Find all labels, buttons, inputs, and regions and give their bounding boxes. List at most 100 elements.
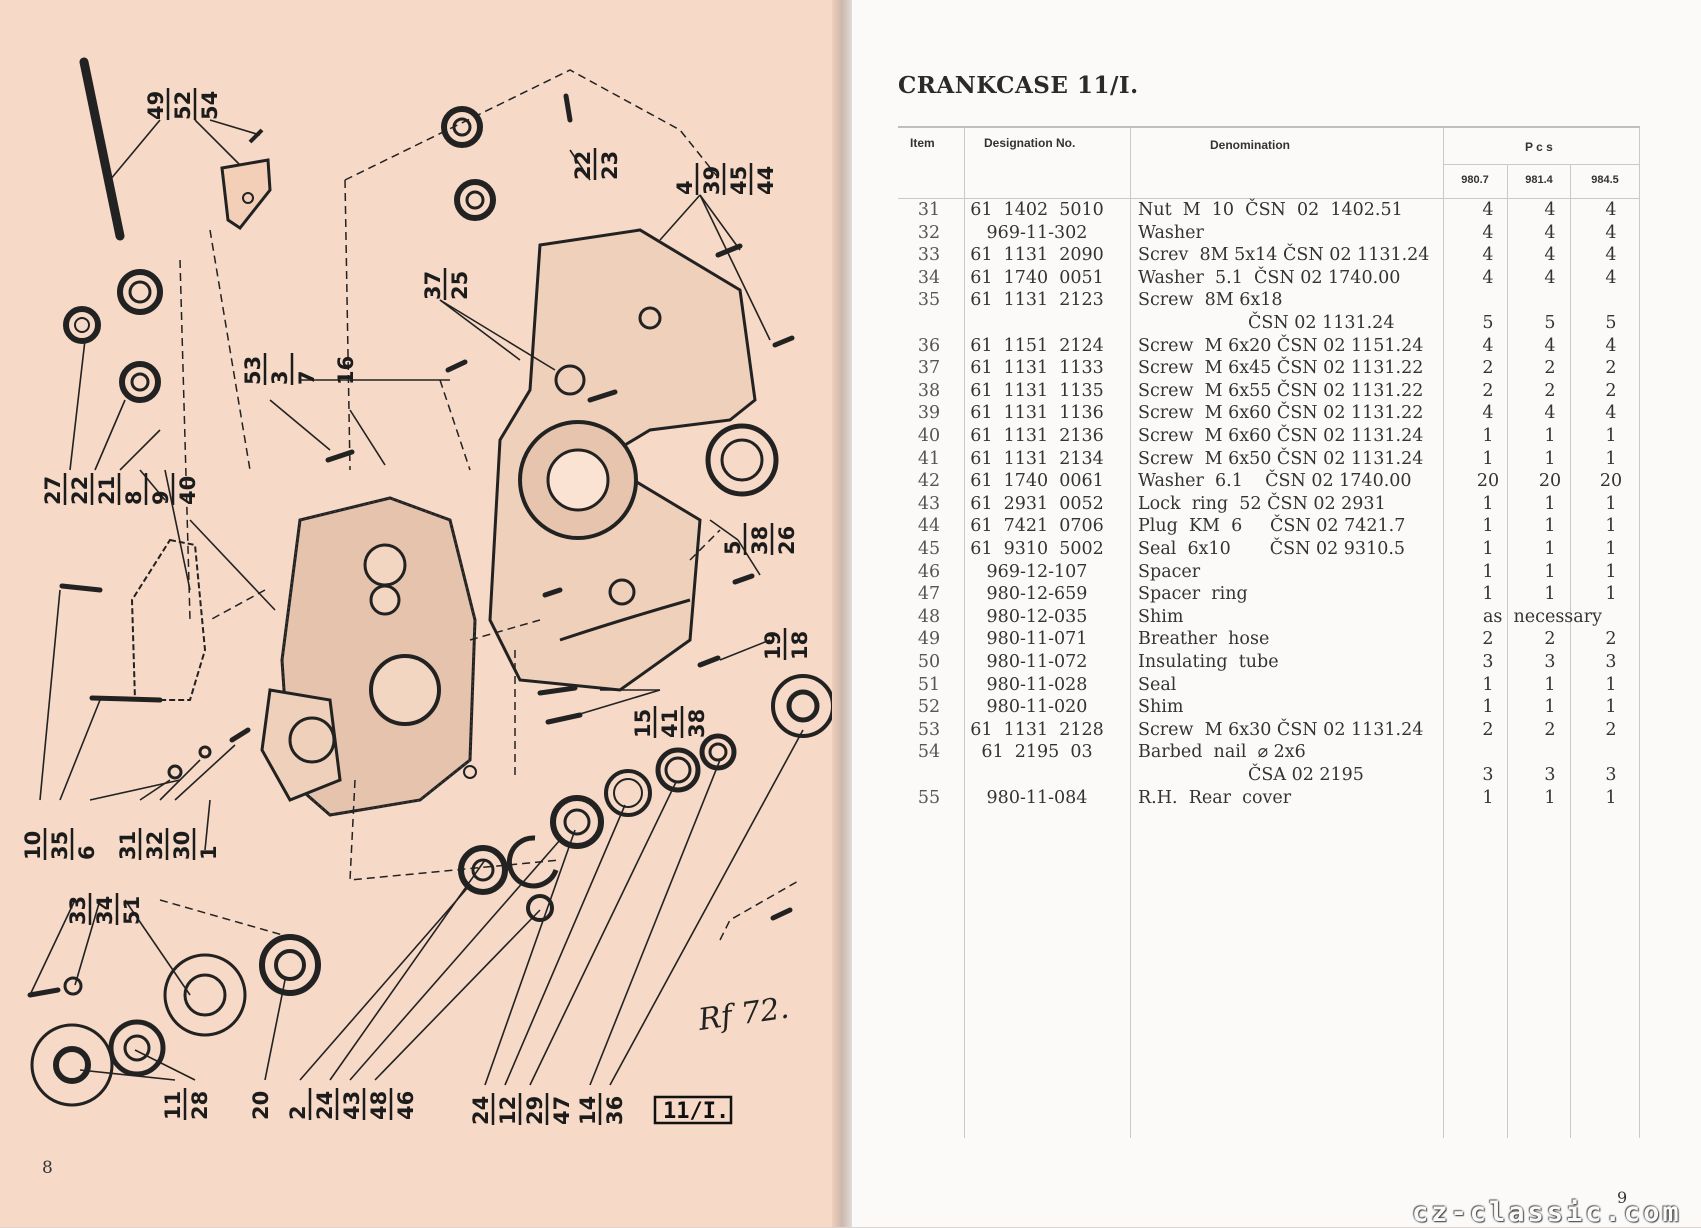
row-designation: 61 1131 1136 — [970, 403, 1104, 424]
row-quantity-model-1: 3 — [1482, 652, 1494, 672]
row-denomination: Spacer — [1138, 561, 1201, 582]
row-designation: 969-12-107 — [986, 561, 1088, 582]
callout-number: 7 — [295, 370, 319, 385]
row-quantity-model-2: 3 — [1544, 652, 1556, 672]
callout-number: 28 — [188, 1091, 212, 1120]
callout-number: 5 — [721, 540, 745, 555]
row-quantity-model-1: 2 — [1482, 358, 1494, 379]
row-quantity-model-2: 4 — [1544, 335, 1556, 356]
row-denomination: Screw M 6x45 ČSN 02 1131.22 — [1138, 358, 1424, 379]
row-quantity-model-1: 3 — [1482, 765, 1494, 785]
row-denomination: Screw M 6x60 ČSN 02 1131.24 — [1138, 426, 1424, 446]
row-quantity-model-2: 4 — [1544, 403, 1556, 424]
row-designation: 61 2931 0052 — [970, 493, 1104, 514]
col-divider — [1639, 128, 1640, 1138]
row-denomination: Spacer ring — [1138, 584, 1248, 605]
callout-number: 44 — [754, 166, 778, 195]
callout-number: 38 — [748, 526, 772, 555]
row-quantity-model-2: 1 — [1544, 539, 1556, 559]
callout-number: 21 — [95, 476, 119, 505]
row-denomination: Seal 6x10 ČSN 02 9310.5 — [1138, 539, 1406, 559]
row-denomination: Nut M 10 ČSN 02 1402.51 — [1138, 200, 1403, 220]
row-item-number: 32 — [917, 222, 941, 243]
callout-number: 47 — [550, 1096, 574, 1125]
row-denomination: Lock ring 52 ČSN 02 2931 — [1138, 493, 1386, 514]
callout-number: 36 — [603, 1096, 627, 1125]
breather-hose-drawing — [79, 57, 125, 241]
row-quantity-model-1: 1 — [1482, 697, 1494, 718]
row-item-number: 31 — [917, 200, 941, 220]
row-denomination: Screw M 6x60 ČSN 02 1131.22 — [1138, 403, 1424, 424]
callout-number: 19 — [761, 631, 785, 660]
row-quantity-model-3: 1 — [1605, 426, 1617, 446]
callout-number: 51 — [120, 896, 144, 925]
callout-number: 38 — [685, 709, 709, 738]
watermark: cz-classic.com — [1412, 1197, 1682, 1228]
callout-number: 39 — [700, 166, 724, 195]
exploded-view-diagram: 4952542223439454437255337162722218940538… — [21, 57, 835, 1125]
row-quantity-model-1: 1 — [1482, 584, 1494, 605]
row-quantity-model-2: 2 — [1544, 380, 1556, 401]
callout-number: 3 — [268, 370, 292, 385]
callout-number: 20 — [249, 1091, 273, 1120]
row-quantity-model-1: 1 — [1482, 561, 1494, 582]
row-quantity-model-1: 1 — [1482, 448, 1494, 469]
row-denomination: Insulating tube — [1138, 652, 1279, 672]
row-denomination: Breather hose — [1138, 629, 1270, 650]
row-quantity-model-2: 4 — [1544, 222, 1556, 243]
row-designation: 980-12-035 — [986, 606, 1088, 627]
row-designation: 61 9310 5002 — [970, 539, 1104, 559]
row-quantity-model-3: 4 — [1605, 245, 1617, 266]
row-item-number: 42 — [917, 471, 941, 492]
crankcase-left-half-drawing — [260, 496, 477, 817]
row-item-number: 44 — [917, 516, 941, 537]
header-model-2: 981.4 — [1525, 174, 1553, 186]
callout-number: 24 — [469, 1096, 493, 1125]
callout-number: 54 — [198, 91, 222, 120]
callout-number: 23 — [598, 151, 622, 180]
col-divider — [1443, 128, 1444, 1138]
row-quantity-model-3: 3 — [1605, 765, 1617, 785]
row-quantity-model-3: 1 — [1605, 448, 1617, 469]
callout-number: 32 — [143, 831, 167, 860]
row-item-number: 46 — [917, 561, 941, 582]
callout-number: 22 — [68, 476, 92, 505]
callout-number: 37 — [421, 271, 445, 300]
row-quantity-model-2: 2 — [1544, 719, 1556, 740]
row-item-number: 34 — [917, 267, 941, 288]
row-quantity-model-3: 2 — [1605, 629, 1617, 650]
row-quantity-model-1: 4 — [1482, 267, 1494, 288]
callout-number: 4 — [673, 180, 697, 195]
row-designation: 61 1131 1135 — [970, 380, 1104, 401]
row-quantity-model-2: 2 — [1544, 629, 1556, 650]
row-quantity-model-1: 1 — [1482, 674, 1494, 695]
row-quantity-model-3: 4 — [1605, 200, 1617, 220]
row-designation: 980-11-020 — [986, 697, 1088, 718]
row-quantity-note: as necessary — [1483, 606, 1602, 627]
row-designation: 61 1131 2123 — [970, 290, 1104, 311]
row-denomination: Washer 5.1 ČSN 02 1740.00 — [1138, 267, 1401, 288]
assembly-lines — [159, 69, 801, 941]
row-denomination: Washer 6.1 ČSN 02 1740.00 — [1138, 471, 1412, 492]
row-designation: 980-11-071 — [986, 629, 1088, 650]
callout-number: 49 — [144, 91, 168, 120]
row-quantity-model-1: 4 — [1482, 222, 1494, 243]
page-title: CRANKCASE 11/I. — [898, 72, 1139, 99]
row-denomination: Shim — [1138, 606, 1184, 627]
callout-number: 40 — [176, 476, 200, 505]
callout-number: 33 — [66, 896, 90, 925]
